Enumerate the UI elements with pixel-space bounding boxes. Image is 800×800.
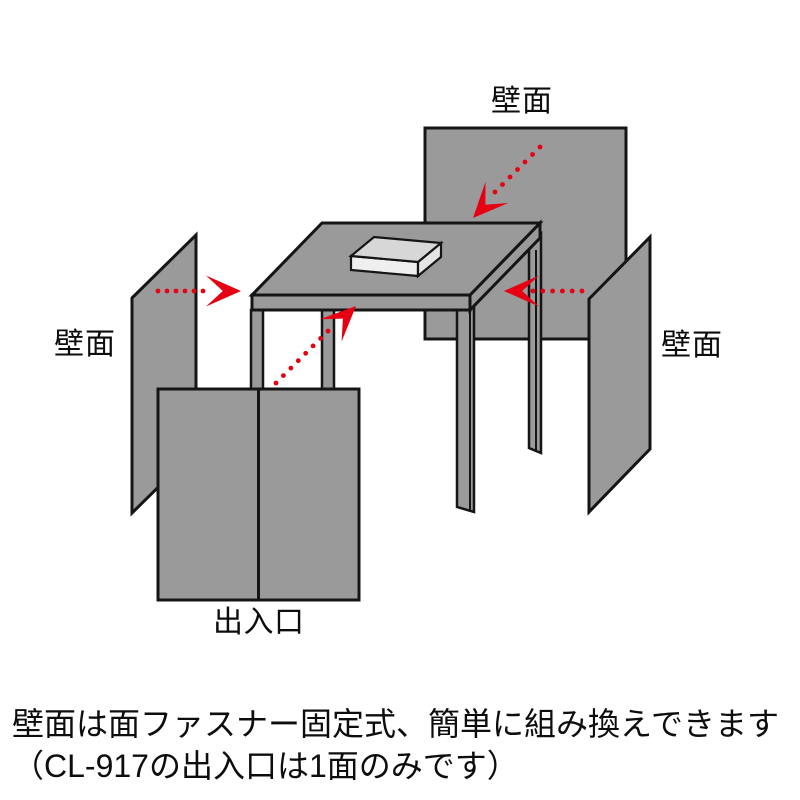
wall-label-right: 壁面 [661, 329, 723, 362]
wall-right-arrow-icon [504, 275, 585, 307]
table-leg-back-left [320, 308, 336, 394]
tabletop-box-top [348, 235, 444, 264]
attachment-arrows [155, 144, 585, 386]
entrance-label: 出入口 [213, 606, 305, 639]
table-apron-front [250, 293, 472, 312]
table-leg-front-left [249, 308, 265, 394]
wall-label-left: 壁面 [54, 328, 116, 361]
wall-top-arrow-icon [473, 144, 543, 218]
entrance-arrow-icon [273, 306, 356, 386]
caption-line-1: 壁面は面ファスナー固定式、簡単に組み換えできます [12, 706, 780, 742]
wall-panel-right [587, 233, 652, 516]
caption-line-2: （CL-917の出入口は1面のみです） [12, 748, 519, 784]
table-leg-front-right [455, 304, 476, 514]
caption: 壁面は面ファスナー固定式、簡単に組み換えできます （CL-917の出入口は1面の… [12, 703, 779, 787]
wall-left-arrow-icon [155, 275, 241, 307]
wall-label-top: 壁面 [491, 85, 553, 118]
